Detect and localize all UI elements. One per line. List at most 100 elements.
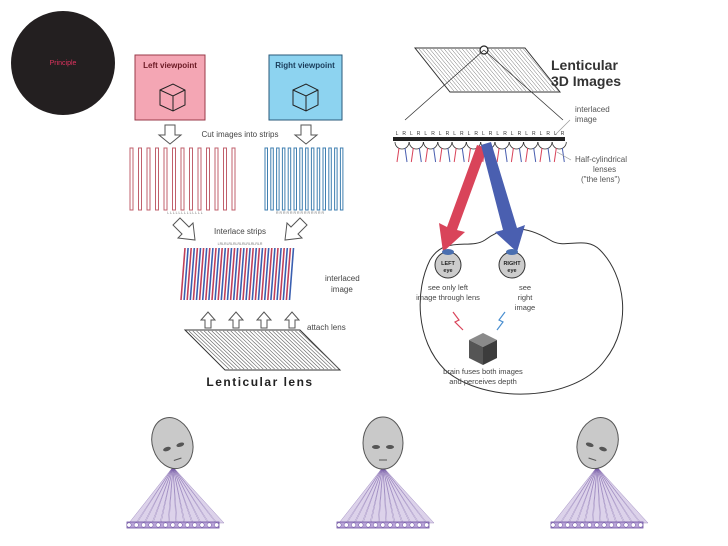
- interlaced-strip: [208, 247, 214, 301]
- lens-arc: [509, 141, 524, 150]
- lens-ridge: [215, 330, 256, 370]
- lens-cell: [170, 522, 176, 528]
- lr-letter: L: [540, 131, 543, 137]
- interlaced-strip: [236, 247, 242, 301]
- mouth: [173, 457, 182, 461]
- lens-ridge: [279, 330, 321, 370]
- eye: [163, 446, 171, 452]
- top-sheet-ridge: [426, 48, 462, 92]
- top-sheet-ridge: [472, 48, 509, 92]
- right-strip: [305, 147, 309, 211]
- lens-ridge: [253, 330, 294, 370]
- lr-letter: L: [468, 131, 471, 137]
- eye: [585, 442, 594, 448]
- lens-cell: [416, 522, 422, 528]
- lens-arc: [451, 141, 467, 150]
- lenticular-lens-caption: Lenticular lens: [206, 375, 313, 389]
- lens-cell: [155, 522, 161, 528]
- left-strip: [146, 147, 151, 211]
- right-strip: [270, 147, 274, 211]
- interlaced-strip: [251, 247, 258, 301]
- light-ray: [172, 466, 225, 524]
- right-cube: [292, 83, 319, 112]
- top-sheet-ridge: [483, 48, 519, 92]
- right-viewpoint-label: Right viewpoint: [275, 61, 335, 70]
- top-sheet-ridge: [487, 48, 523, 92]
- lens-cell: [601, 522, 607, 528]
- left-pupil: [442, 249, 454, 255]
- left-strip: [138, 147, 142, 211]
- blue-ray: [404, 147, 408, 163]
- lr-letter: R: [503, 131, 507, 137]
- lens-label-3: ("the lens"): [581, 175, 620, 184]
- left-strip: [129, 147, 134, 211]
- lens-ridge: [245, 330, 287, 370]
- lens-cell: [579, 522, 585, 528]
- blue-ray: [518, 147, 522, 163]
- top-sheet-ridge: [512, 48, 548, 92]
- lens-ridge: [257, 330, 298, 370]
- lens-arc: [494, 141, 510, 150]
- left-strip: [155, 147, 159, 211]
- lr-letter: L: [511, 131, 514, 137]
- lens-cell: [380, 522, 386, 528]
- lr-letter: L: [439, 131, 442, 137]
- red-arrow: [439, 145, 487, 252]
- red-ray: [496, 147, 500, 163]
- lens-ridge: [260, 330, 302, 370]
- lens-cell: [126, 522, 132, 528]
- interlaced-strip: [201, 247, 208, 301]
- lens-ridge: [226, 330, 268, 370]
- interlaced-strip: [257, 247, 264, 301]
- lens-ridge: [287, 330, 329, 370]
- brain-text-2: and perceives depth: [449, 377, 517, 386]
- left-eye-label-2: eye: [443, 268, 452, 274]
- interlace-strips-label: Interlace strips: [214, 227, 266, 236]
- top-sheet-ridge: [501, 48, 537, 92]
- left-strip: [206, 147, 210, 211]
- top-sheet-ridge: [447, 48, 483, 92]
- right-strips: [264, 147, 344, 211]
- lens-cell: [594, 522, 600, 528]
- light-ray: [382, 466, 435, 524]
- brain-text-1: brain fuses both images: [443, 367, 523, 376]
- brain-cube-icon: [469, 333, 497, 365]
- lens-cell: [214, 522, 220, 528]
- eye: [386, 445, 394, 449]
- lens-ridge: [249, 330, 291, 370]
- lens-arc: [394, 141, 410, 150]
- lens-cell: [572, 522, 578, 528]
- lens-cell: [409, 522, 415, 528]
- lens-cell: [557, 522, 563, 528]
- lens-ridge: [211, 330, 253, 370]
- right-eye-text-2: right: [518, 293, 534, 302]
- lens-cell: [141, 522, 147, 528]
- lens-cell: [638, 522, 644, 528]
- lens-ridge: [222, 330, 264, 370]
- right-eye-text-1: see: [519, 283, 531, 292]
- interlaced-strip: [180, 247, 186, 301]
- top-sheet-outline: [413, 47, 562, 93]
- interlaced-label-2: image: [575, 115, 597, 124]
- right-strip: [281, 147, 286, 211]
- lens-ridge: [272, 330, 313, 370]
- lr-letter: R: [402, 131, 406, 137]
- lens-ridge: [200, 330, 241, 370]
- lr-letter: L: [453, 131, 456, 137]
- head-shape: [151, 417, 194, 470]
- left-strip: [214, 147, 219, 211]
- lens-arc: [523, 141, 539, 150]
- right-strip: [293, 147, 297, 211]
- eye: [176, 442, 185, 448]
- left-eye-text-1: see only left: [428, 283, 469, 292]
- top-sheet-ridge: [436, 48, 473, 92]
- lens-cell: [177, 522, 183, 528]
- interlaced-strip: [217, 247, 223, 301]
- lr-letter: R: [532, 131, 536, 137]
- lens-cell: [630, 522, 636, 528]
- lr-letter: R: [446, 131, 450, 137]
- lens-label-1: Half-cylindrical: [575, 155, 627, 164]
- interlaced-strip: [189, 247, 196, 301]
- top-sheet-ridge: [422, 48, 458, 92]
